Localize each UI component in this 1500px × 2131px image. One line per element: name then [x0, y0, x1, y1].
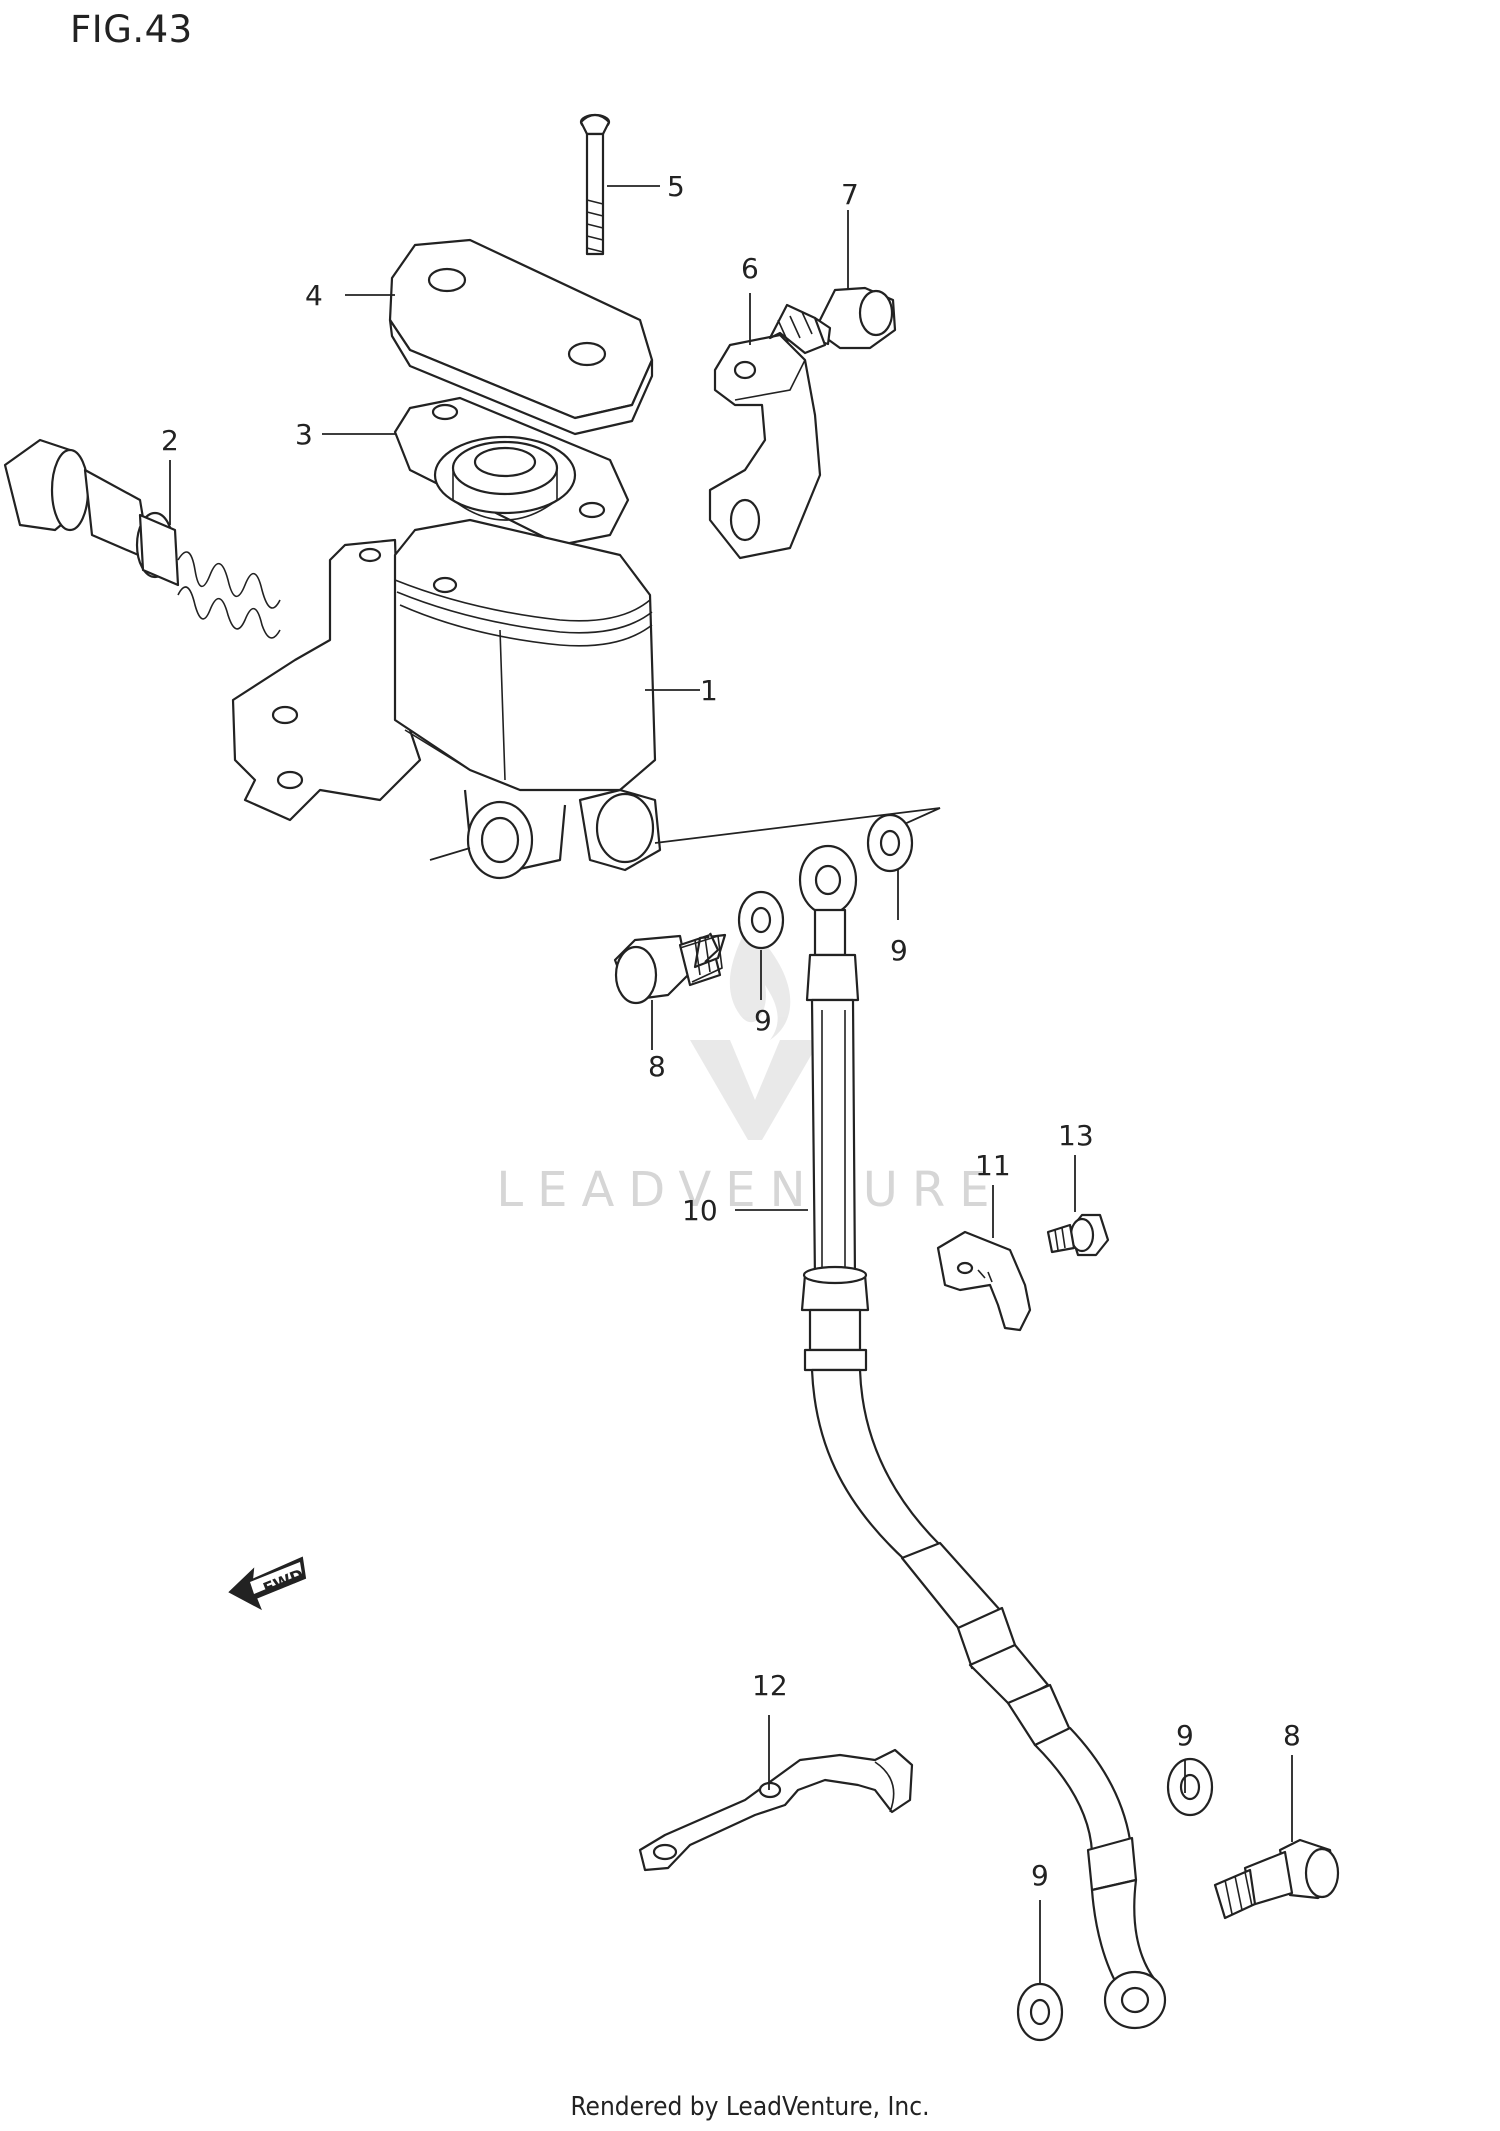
callout-9-b: 9	[890, 934, 908, 967]
brake-hose-part-10	[798, 844, 1167, 2030]
callout-labels: 5 4 3 2 1 6 7 8 9 9 10 11 13 12 9 9 8	[161, 170, 1301, 1892]
bolt-part-7	[768, 286, 897, 355]
callout-8-lower: 8	[1283, 1719, 1301, 1752]
callout-9-a: 9	[754, 1004, 772, 1037]
callout-2: 2	[161, 424, 179, 457]
callout-12: 12	[752, 1669, 788, 1702]
diaphragm-part-3	[393, 396, 630, 547]
washer-a-part-9	[737, 890, 785, 950]
leader-lines	[169, 185, 1293, 1985]
washer-b-part-9	[866, 813, 914, 873]
bolt-part-13	[1046, 1213, 1110, 1257]
figure-title: FIG.43	[70, 8, 193, 51]
reservoir-cap-part-4	[388, 238, 654, 436]
washer-d-part-9	[1016, 1982, 1064, 2042]
callout-11: 11	[975, 1149, 1011, 1182]
callout-13: 13	[1058, 1119, 1094, 1152]
bracket-part-12	[638, 1748, 914, 1872]
hose-clamp-part-11	[936, 1230, 1032, 1332]
callout-7: 7	[841, 178, 859, 211]
callout-9-c: 9	[1176, 1719, 1194, 1752]
callout-4: 4	[305, 279, 323, 312]
callout-9-d: 9	[1031, 1859, 1049, 1892]
union-bolt-upper-part-8	[613, 932, 727, 1005]
piston-part-2	[3, 438, 281, 639]
callout-10: 10	[682, 1194, 718, 1227]
holder-clamp-part-6	[708, 333, 822, 560]
callout-1: 1	[700, 674, 718, 707]
callout-6: 6	[741, 252, 759, 285]
callout-8-upper: 8	[648, 1050, 666, 1083]
master-cylinder-part-1	[231, 518, 941, 880]
fwd-arrow-icon: FWD	[228, 1556, 306, 1611]
washer-c-part-9	[1166, 1757, 1214, 1817]
screw-part-5	[579, 113, 611, 256]
footer-credit: Rendered by LeadVenture, Inc.	[570, 2092, 930, 2122]
watermark-text: LEADVENTURE	[496, 1162, 1004, 1218]
callout-5: 5	[667, 170, 685, 203]
union-bolt-lower-part-8	[1213, 1838, 1340, 1920]
callout-3: 3	[295, 418, 313, 451]
